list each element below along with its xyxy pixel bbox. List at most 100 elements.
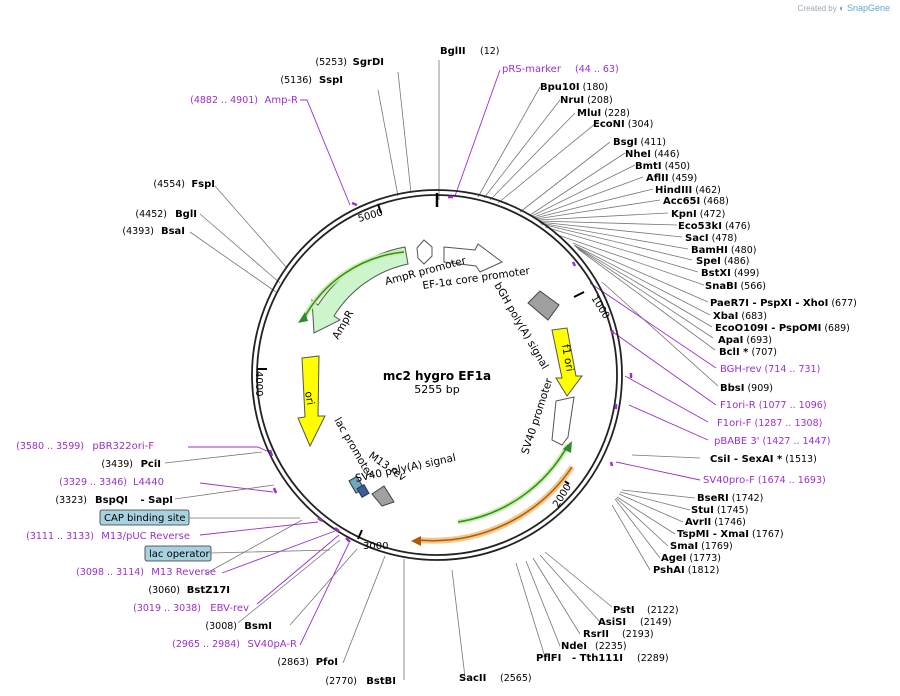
site-bamhi[interactable]: BamHI — [691, 245, 728, 256]
site-avrii[interactable]: AvrII — [685, 517, 711, 528]
site-paer7i-extra[interactable]: - PspXI - XhoI — [749, 298, 828, 309]
sv40-polya-feature[interactable] — [371, 485, 395, 507]
site-avrii-label[interactable]: AvrII (1746) — [685, 517, 746, 528]
site-acc65i[interactable]: Acc65I — [663, 196, 700, 207]
site-agei[interactable]: AgeI — [661, 553, 686, 564]
primer-m13puc-reverse[interactable]: M13/pUC Reverse — [101, 531, 190, 542]
site-bsmi[interactable]: BsmI — [244, 621, 272, 632]
site-bseri-label[interactable]: BseRI (1742) — [697, 493, 763, 504]
site-mlui-label[interactable]: MluI (228) — [577, 108, 630, 119]
primer-m13-reverse[interactable]: M13 Reverse — [151, 567, 216, 578]
site-paer7i-label[interactable]: PaeR7I - PspXI - XhoI (677) — [710, 298, 857, 309]
site-econi[interactable]: EcoNI — [593, 119, 625, 130]
site-nrui[interactable]: NruI — [560, 95, 584, 106]
site-ndei[interactable]: NdeI — [561, 641, 587, 652]
site-tth111i[interactable]: - Tth111I — [572, 653, 623, 664]
site-pfoi[interactable]: PfoI — [316, 657, 338, 668]
site-bcli[interactable]: BclI * — [719, 347, 749, 358]
site-smai[interactable]: SmaI — [670, 541, 698, 552]
primer-amp-r[interactable]: Amp-R — [265, 95, 299, 106]
sv40-promoter-feature[interactable] — [551, 396, 575, 446]
site-csii-extra[interactable]: - SexAI * — [730, 454, 782, 465]
site-stui-label[interactable]: StuI (1745) — [691, 505, 748, 516]
ampr-promoter-feature[interactable] — [416, 239, 433, 265]
site-mlui[interactable]: MluI — [577, 108, 601, 119]
site-bmti[interactable]: BmtI — [635, 161, 662, 172]
site-pshai-label[interactable]: PshAI (1812) — [653, 565, 719, 576]
primer-sv40pa-r[interactable]: SV40pA-R — [248, 639, 297, 650]
site-bstbi[interactable]: BstBI — [366, 676, 396, 687]
primer-f1ori-r[interactable]: F1ori-R — [720, 400, 756, 411]
site-csii[interactable]: CsiI — [710, 454, 730, 465]
site-kpni-label[interactable]: KpnI (472) — [671, 209, 725, 220]
site-hindiii[interactable]: HindIII — [655, 185, 692, 196]
site-fspi[interactable]: FspI — [191, 179, 215, 190]
site-saci[interactable]: SacI — [685, 233, 709, 244]
site-bpu10i-label[interactable]: Bpu10I (180) — [540, 82, 608, 93]
site-bpu10i[interactable]: Bpu10I — [540, 82, 580, 93]
primer-sv40pro-f[interactable]: SV40pro-F — [703, 475, 755, 486]
site-sapi[interactable]: - SapI — [141, 495, 173, 506]
cap-binding-box[interactable] — [99, 509, 190, 526]
site-bamhi-label[interactable]: BamHI (480) — [691, 245, 756, 256]
site-spei[interactable]: SpeI — [696, 256, 721, 267]
site-bsai[interactable]: BsaI — [161, 226, 185, 237]
site-csii-label[interactable]: CsiI - SexAI * (1513) — [710, 454, 817, 465]
site-apai-label[interactable]: ApaI (693) — [718, 335, 772, 346]
site-bspqi[interactable]: BspQI — [95, 495, 128, 506]
site-bglii[interactable]: BglII — [440, 46, 466, 57]
site-xbai[interactable]: XbaI — [713, 311, 738, 322]
site-bsgi[interactable]: BsgI — [613, 137, 637, 148]
primer-sv40pro-f-label[interactable]: SV40pro-F (1674 .. 1693) — [703, 475, 826, 486]
site-nhei[interactable]: NheI — [625, 149, 651, 160]
site-bbsi-label[interactable]: BbsI (909) — [720, 383, 773, 394]
site-bseri[interactable]: BseRI — [697, 493, 729, 504]
primer-bgh-rev[interactable]: BGH-rev — [720, 364, 762, 375]
site-apai[interactable]: ApaI — [718, 335, 743, 346]
site-paer7i[interactable]: PaeR7I — [710, 298, 749, 309]
site-tspmi[interactable]: TspMI — [677, 529, 709, 540]
primer-l4440[interactable]: L4440 — [133, 477, 164, 488]
site-eco53ki[interactable]: Eco53kI — [678, 221, 722, 232]
site-hindiii-label[interactable]: HindIII (462) — [655, 185, 721, 196]
site-aflii-label[interactable]: AflII (459) — [646, 173, 697, 184]
bgh-polya-feature[interactable] — [527, 290, 560, 321]
site-agei-label[interactable]: AgeI (1773) — [661, 553, 721, 564]
site-kpni[interactable]: KpnI — [671, 209, 697, 220]
primer-f1ori-f[interactable]: F1ori-F — [717, 418, 752, 429]
site-aflii[interactable]: AflII — [646, 173, 669, 184]
site-psti[interactable]: PstI — [613, 605, 635, 616]
site-acc65i-label[interactable]: Acc65I (468) — [663, 196, 729, 207]
site-bstz17i[interactable]: BstZ17I — [187, 585, 230, 596]
site-sspi[interactable]: SspI — [319, 75, 343, 86]
site-ecoo109i[interactable]: EcoO109I — [715, 323, 768, 334]
primer-bgh-rev-label[interactable]: BGH-rev (714 .. 731) — [720, 364, 820, 375]
primer-pbr322ori-f[interactable]: pBR322ori-F — [92, 441, 154, 452]
site-econi-label[interactable]: EcoNI (304) — [593, 119, 653, 130]
site-xbai-label[interactable]: XbaI (683) — [713, 311, 767, 322]
primer-pbabe-3[interactable]: pBABE 3' — [714, 436, 760, 447]
ori-feature[interactable] — [297, 355, 326, 448]
site-nhei-label[interactable]: NheI (446) — [625, 149, 680, 160]
site-ecoo109i-label[interactable]: EcoO109I - PspOMI (689) — [715, 323, 850, 334]
primer-pbabe-3-label[interactable]: pBABE 3' (1427 .. 1447) — [714, 436, 830, 447]
site-sgrdi[interactable]: SgrDI — [353, 57, 384, 68]
site-eco53ki-label[interactable]: Eco53kI (476) — [678, 221, 751, 232]
site-smai-label[interactable]: SmaI (1769) — [670, 541, 733, 552]
primer-ebv-rev[interactable]: EBV-rev — [210, 603, 249, 614]
site-nrui-label[interactable]: NruI (208) — [560, 95, 613, 106]
site-spei-label[interactable]: SpeI (486) — [696, 256, 749, 267]
site-snabi-label[interactable]: SnaBI (566) — [705, 281, 766, 292]
primer-f1ori-r-label[interactable]: F1ori-R (1077 .. 1096) — [720, 400, 827, 411]
site-bstxi[interactable]: BstXI — [701, 268, 731, 279]
site-bcli-label[interactable]: BclI * (707) — [719, 347, 777, 358]
site-rsrii[interactable]: RsrII — [583, 629, 609, 640]
lac-operator-box[interactable] — [144, 545, 212, 562]
primer-f1ori-f-label[interactable]: F1ori-F (1287 .. 1308) — [717, 418, 822, 429]
site-bbsi[interactable]: BbsI — [720, 383, 744, 394]
site-saci-label[interactable]: SacI (478) — [685, 233, 737, 244]
site-ecoo109i-extra[interactable]: - PspOMI — [768, 323, 822, 334]
site-asisi[interactable]: AsiSI — [598, 617, 626, 628]
site-snabi[interactable]: SnaBI — [705, 281, 737, 292]
site-tspmi-label[interactable]: TspMI - XmaI (1767) — [677, 529, 784, 540]
